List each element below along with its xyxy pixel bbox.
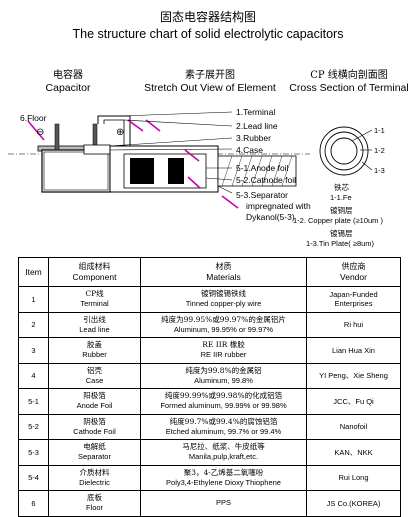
header-vendor: 供应商 Vendor <box>306 257 401 287</box>
separator-hatching <box>221 155 293 187</box>
label-floor: 6.Floor <box>20 113 47 123</box>
cell-vendor: YI Peng、Xie Sheng <box>306 362 401 389</box>
leader-lines <box>109 111 233 194</box>
lead-line-top <box>97 115 131 146</box>
ring-fe <box>330 137 358 165</box>
anode-foil-block <box>130 158 154 184</box>
stretch-heading-en: Stretch Out View of Element <box>144 82 276 94</box>
title-english: The structure chart of solid electrolyti… <box>72 27 344 41</box>
label-cathode-foil: 5-2.Cathode foil <box>236 175 297 185</box>
terminal-left <box>54 123 60 151</box>
capacitor-heading: 电容器 Capacitor <box>28 69 108 95</box>
tin-label-en: 1-3.Tin Plate( ≥8um) <box>306 239 375 248</box>
cathode-foil-block <box>168 158 184 184</box>
cell-item: 3 <box>18 337 49 364</box>
ring-leaders <box>351 129 373 171</box>
rubber-seal <box>83 144 111 155</box>
cell-vendor: Rui Long <box>306 464 401 491</box>
cell-materials: PPS <box>140 490 307 517</box>
cell-item: 4 <box>18 362 49 389</box>
case-outline <box>41 149 111 193</box>
plus-icon: ⊕ <box>116 127 125 138</box>
label-lead-line: 2.Lead line <box>236 121 278 131</box>
header-component: 组成材料 Component <box>48 257 141 287</box>
label-terminal: 1.Terminal <box>236 107 276 117</box>
label-anode-foil: 5-1.Anode foil <box>236 163 289 173</box>
case-inner <box>43 151 109 191</box>
cell-item: 5-3 <box>18 439 49 466</box>
label-separator-line2: impregnated with <box>246 201 311 211</box>
copper-label-en: 1-2. Copper plate (≥10um ) <box>293 216 383 225</box>
pointer-arrows <box>27 119 239 209</box>
label-case: 4.Case <box>236 145 263 155</box>
fe-label-en: 1-1.Fe <box>330 193 352 202</box>
cell-vendor: JS Co.(KOREA) <box>306 490 401 517</box>
ring-label-1-2: 1-2 <box>374 146 385 155</box>
materials-table: Item 组成材料 Component 材质 Materials 供应商 Ven… <box>18 257 401 517</box>
minus-icon: ⊖ <box>36 127 45 138</box>
cell-vendor: Lian Hua Xin <box>306 337 401 364</box>
cell-item: 2 <box>18 311 49 338</box>
cross-section-heading-cn: CP 线横向剖面图 <box>310 70 388 81</box>
stretch-heading-cn: 素子展开图 <box>185 70 235 81</box>
label-rubber: 3.Rubber <box>236 133 271 143</box>
lead-line-inner <box>103 119 125 146</box>
tin-label-cn: 镀锡层 <box>330 229 353 238</box>
cell-vendor: JCC、Fu Qi <box>306 388 401 415</box>
fe-label-cn: 铁芯 <box>334 183 349 192</box>
cell-vendor: Ri hui <box>306 311 401 338</box>
cell-vendor: Nanofoil <box>306 413 401 440</box>
ring-label-1-3: 1-3 <box>374 166 385 175</box>
capacitor-heading-cn: 电容器 <box>53 70 83 81</box>
header-materials: 材质 Materials <box>140 257 307 287</box>
header-item: Item <box>18 257 49 287</box>
stretch-heading: 素子展开图 Stretch Out View of Element <box>135 69 285 95</box>
label-separator-line3: Dykanol(5-3) <box>246 212 295 222</box>
capacitor-heading-en: Capacitor <box>45 82 91 94</box>
cross-section-heading: CP 线横向剖面图 Cross Section of Terminal <box>286 69 412 95</box>
cell-item: 5-4 <box>18 464 49 491</box>
cell-item: 5-1 <box>18 388 49 415</box>
cell-item: 6 <box>18 490 49 517</box>
table-header-row: Item 组成材料 Component 材质 Materials 供应商 Ven… <box>18 257 401 287</box>
ring-label-1-1: 1-1 <box>374 126 385 135</box>
cross-section-heading-en: Cross Section of Terminal <box>289 82 409 94</box>
copper-label-cn: 镀铜层 <box>330 206 353 215</box>
cell-vendor: KAN、NKK <box>306 439 401 466</box>
capacitor-structure-diagram <box>8 111 373 209</box>
cell-item: 1 <box>18 286 49 313</box>
cell-item: 5-2 <box>18 413 49 440</box>
label-separator-line1: 5-3.Separator <box>236 190 288 200</box>
title-chinese: 固态电容器结构图 <box>159 10 256 24</box>
